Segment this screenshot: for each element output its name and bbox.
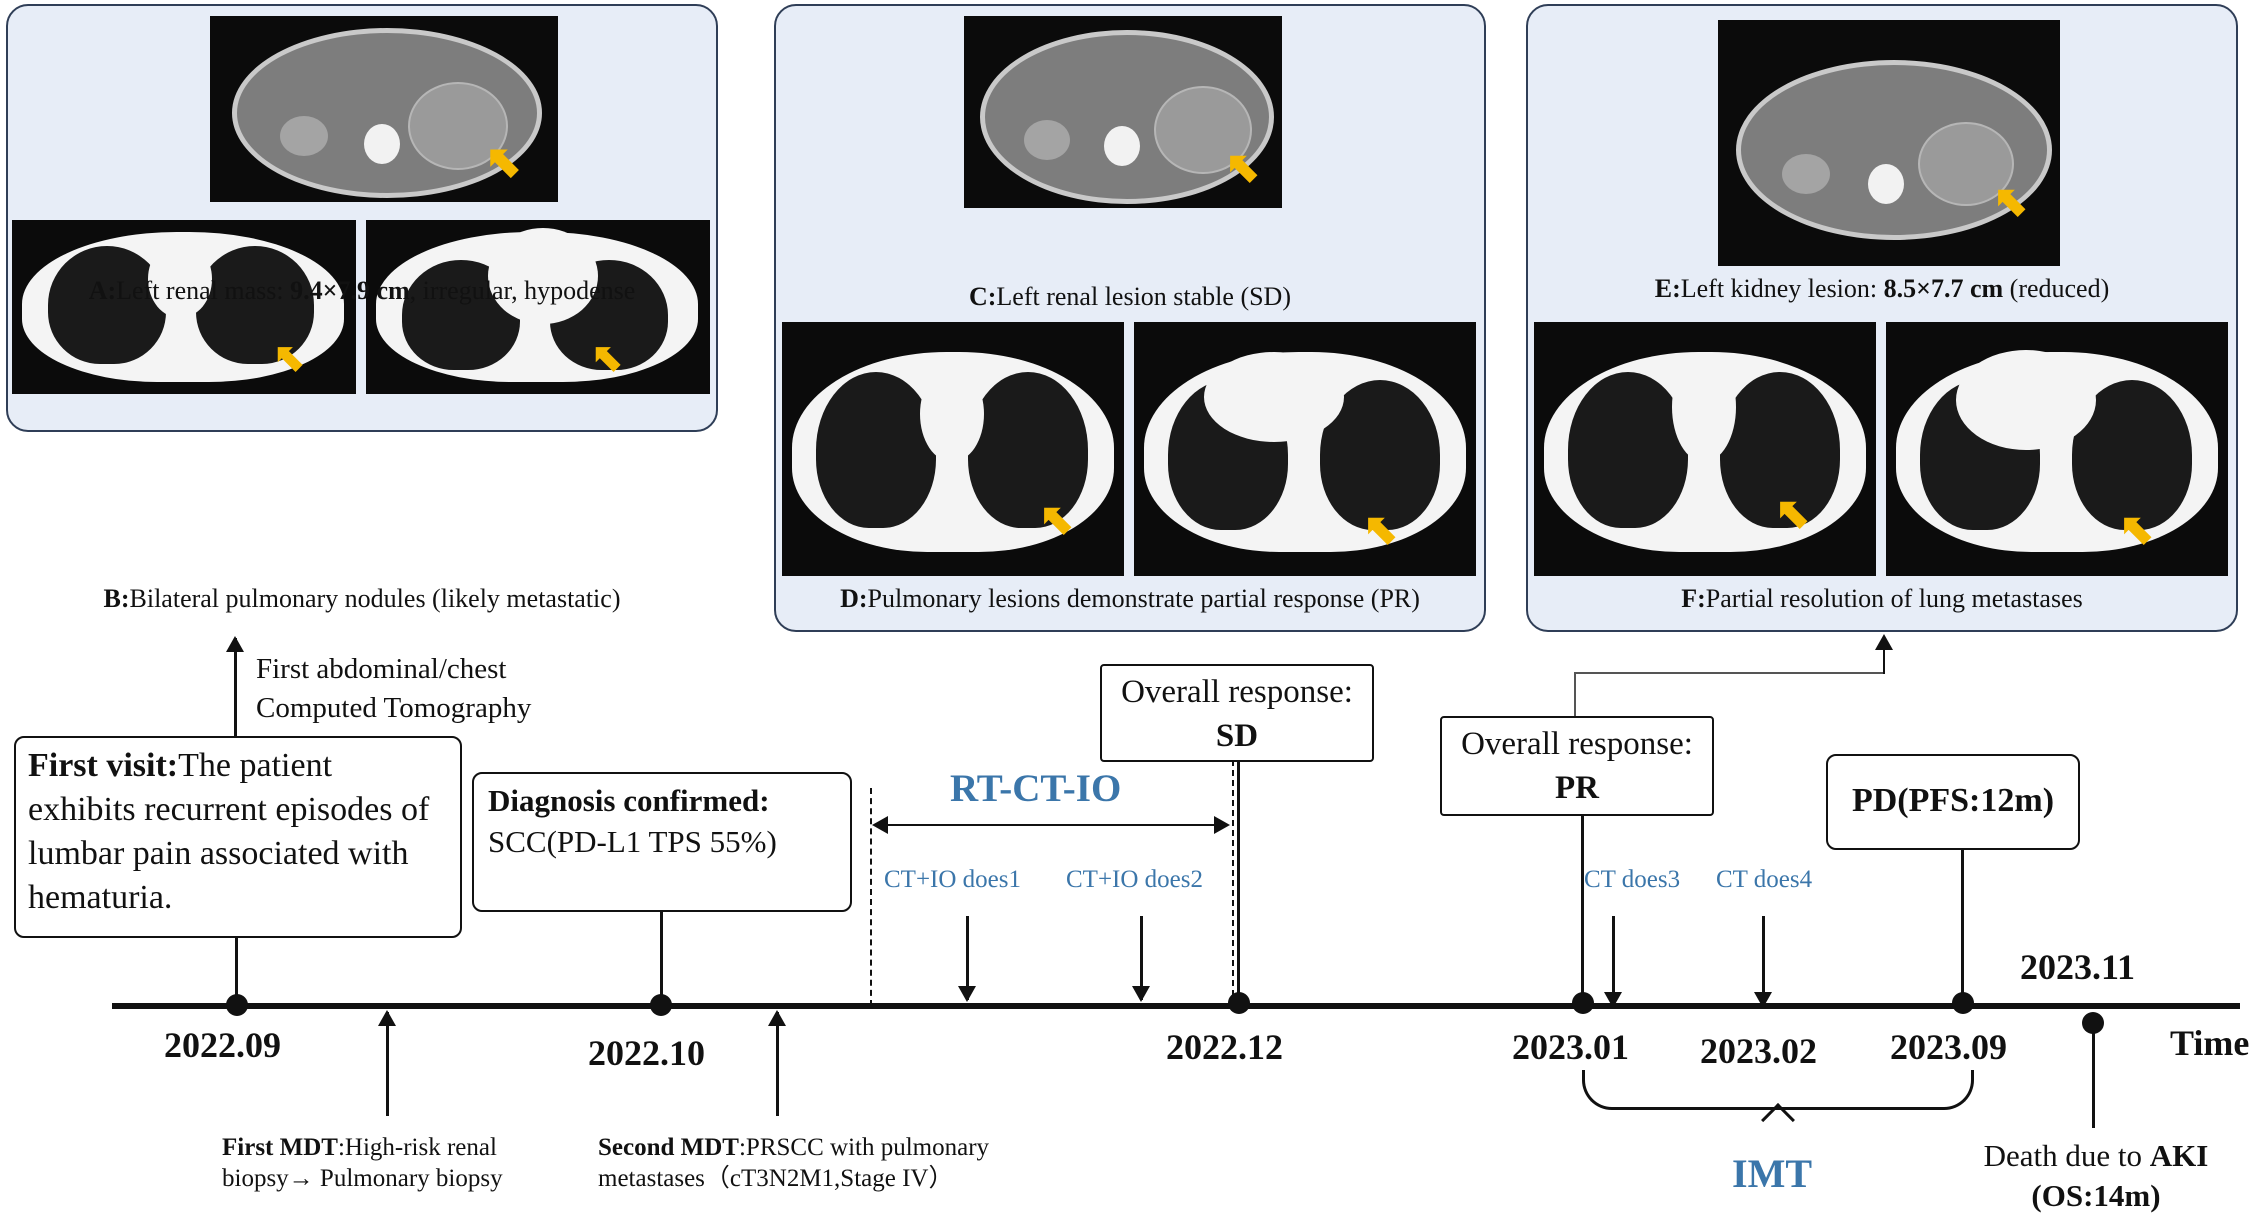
- panel3-connector-arrow: [1875, 634, 1893, 674]
- caption-f-text: F:Partial resolution of lung metastases: [1681, 584, 2083, 613]
- timeline-dot-2023-09: [1952, 992, 1974, 1014]
- imt-label: IMT: [1732, 1151, 1812, 1196]
- first-visit-box: First visit:The patient exhibits recurre…: [14, 736, 462, 938]
- date-2023-01: 2023.01: [1512, 1027, 1629, 1067]
- chest-ct-image-d2: ⬉: [1134, 322, 1476, 576]
- rt-ct-io-right-dash: [1232, 760, 1234, 1006]
- rt-ct-io-right-head: [1214, 816, 1230, 834]
- second-mdt-note: Second MDT:PRSCC with pulmonary metastas…: [598, 1134, 990, 1192]
- chest-ct-image-b2: ⬉: [366, 220, 710, 394]
- timeline-dot-2022-10: [650, 994, 672, 1016]
- dose-label-2: CT+IO does2: [1066, 866, 1203, 893]
- yellow-arrow-icon: ⬉: [2120, 504, 2157, 555]
- yellow-arrow-icon: ⬉: [486, 134, 525, 188]
- yellow-arrow-icon: ⬉: [274, 335, 308, 381]
- dose-arrow-1: [958, 916, 976, 1002]
- dose-label-4: CT does4: [1716, 866, 1813, 893]
- panel3-connector-vertical: [1574, 672, 1576, 718]
- dose-label-1: CT+IO does1: [884, 866, 1021, 893]
- timeline-dot-2022-09: [226, 994, 248, 1016]
- dose-arrow-4: [1754, 916, 1772, 1008]
- caption-d-text: D:Pulmonary lesions demonstrate partial …: [840, 584, 1420, 613]
- response-sd-stem: [1237, 762, 1240, 1002]
- ct-connector-arrow: [226, 636, 244, 738]
- panel3-connector-horizontal: [1574, 672, 1884, 674]
- first-visit-stem: [235, 938, 238, 1002]
- diagnosis-stem: [660, 912, 663, 1004]
- dose-arrow-3: [1604, 916, 1622, 1008]
- first-mdt-note: First MDT:High-risk renal biopsy→ Pulmon…: [222, 1134, 503, 1192]
- date-2023-02: 2023.02: [1700, 1031, 1817, 1071]
- abdominal-ct-image-a: ⬉: [210, 16, 558, 202]
- rt-ct-io-label: RT-CT-IO: [950, 767, 1122, 810]
- panel-after-rt: ⬉ ⬉ ⬉: [774, 4, 1486, 632]
- response-pr-stem: [1581, 816, 1584, 1000]
- date-2022-12: 2022.12: [1166, 1027, 1283, 1067]
- imt-brace-right: [1778, 1070, 1974, 1110]
- rt-ct-io-span-line: [876, 824, 1226, 826]
- date-2022-10: 2022.10: [588, 1033, 705, 1073]
- caption-a-text: A:Left renal mass: 9.4×7.9 cm, irregular…: [88, 276, 636, 305]
- yellow-arrow-icon: ⬉: [1776, 488, 1813, 539]
- caption-c-text: C:Left renal lesion stable (SD): [968, 282, 1291, 311]
- abdominal-ct-image-c: ⬉: [964, 16, 1282, 208]
- ct-label: First abdominal/chest Computed Tomograph…: [256, 653, 532, 724]
- yellow-arrow-icon: ⬉: [592, 335, 626, 381]
- chest-ct-image-f2: ⬉: [1886, 322, 2228, 576]
- time-axis-label: Time: [2170, 1023, 2250, 1063]
- pd-stem: [1961, 850, 1964, 1000]
- date-2022-09: 2022.09: [164, 1025, 281, 1065]
- pd-box: PD(PFS:12m): [1826, 754, 2080, 850]
- imt-brace-left: [1582, 1070, 1778, 1110]
- yellow-arrow-icon: ⬉: [1226, 142, 1263, 193]
- timeline-dot-2023-11: [2082, 1012, 2104, 1034]
- chest-ct-image-f1: ⬉: [1534, 322, 1876, 576]
- yellow-arrow-icon: ⬉: [1994, 176, 2031, 227]
- second-mdt-arrow: [768, 1010, 786, 1116]
- first-mdt-arrow: [378, 1010, 396, 1116]
- caption-b-text: B:Bilateral pulmonary nodules (likely me…: [103, 584, 621, 613]
- panel-after-imt: ⬉ ⬉ ⬉: [1526, 4, 2238, 632]
- dose-label-3: CT does3: [1584, 866, 1681, 893]
- date-2023-11: 2023.11: [2020, 947, 2136, 987]
- chest-ct-image-d1: ⬉: [782, 322, 1124, 576]
- rt-ct-io-left-head: [872, 816, 888, 834]
- timeline-dot-2023-01: [1572, 992, 1594, 1014]
- abdominal-ct-image-e: ⬉: [1718, 20, 2060, 266]
- caption-e-text: E:Left kidney lesion: 8.5×7.7 cm (reduce…: [1654, 274, 2110, 303]
- panel-baseline: ⬉ ⬉ ⬉: [6, 4, 718, 432]
- timeline-axis: [112, 1003, 2240, 1009]
- dose-arrow-2: [1132, 916, 1150, 1002]
- response-sd-box: Overall response: SD: [1100, 664, 1374, 762]
- yellow-arrow-icon: ⬉: [1040, 494, 1077, 545]
- death-note: Death due to AKI (OS:14m): [1983, 1138, 2209, 1213]
- chest-ct-image-b1: ⬉: [12, 220, 356, 394]
- response-pr-box: Overall response: PR: [1440, 716, 1714, 816]
- diagnosis-box: Diagnosis confirmed:SCC(PD-L1 TPS 55%): [472, 772, 852, 912]
- timeline-dot-2022-12: [1228, 992, 1250, 1014]
- death-stem: [2092, 1024, 2095, 1128]
- date-2023-09: 2023.09: [1890, 1027, 2007, 1067]
- rt-ct-io-left-dash: [870, 788, 872, 1006]
- yellow-arrow-icon: ⬉: [1364, 504, 1401, 555]
